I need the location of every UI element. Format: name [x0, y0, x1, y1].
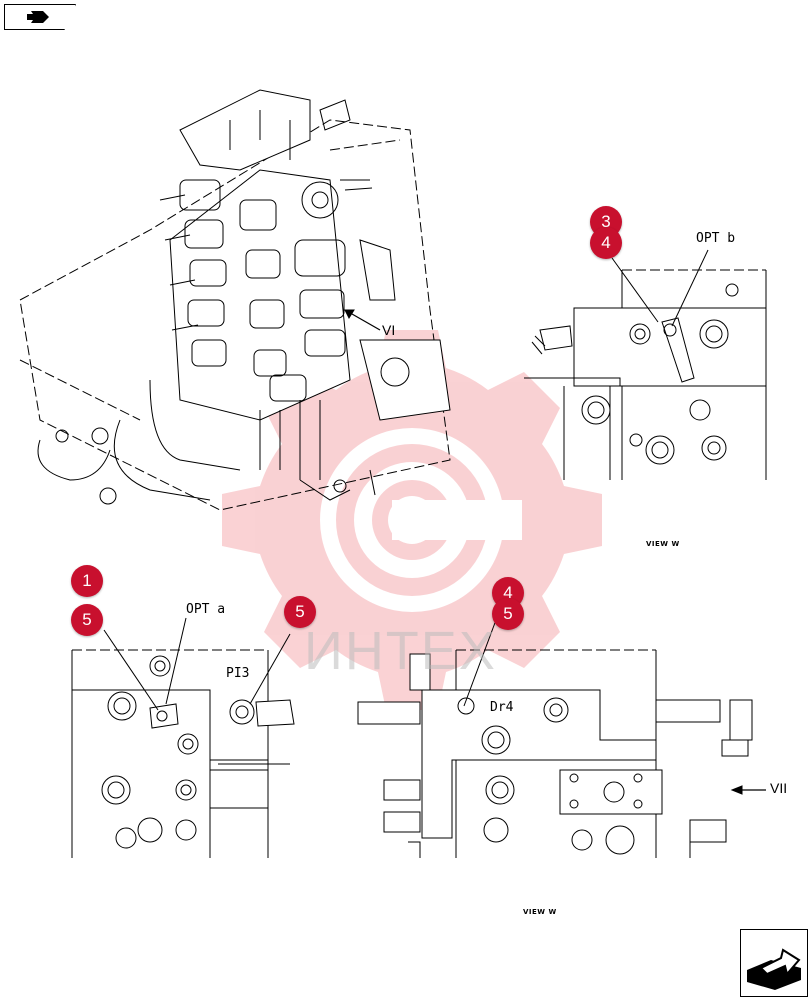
book-arrow-icon — [747, 948, 801, 990]
callout-4[interactable]: 4 — [590, 227, 622, 259]
next-nav-button[interactable] — [740, 929, 808, 997]
callout-5-pi3[interactable]: 5 — [284, 596, 316, 628]
view-label-bottom: VIEW W — [523, 908, 557, 916]
back-nav-button[interactable] — [4, 4, 76, 30]
view-label-top: VIEW W — [646, 540, 680, 548]
label-opt-a: OPT a — [186, 602, 226, 617]
label-dr4: Dr4 — [490, 700, 514, 715]
watermark-gear-icon — [222, 330, 602, 710]
watermark-text: ИНТЕХ — [304, 621, 497, 681]
callout-5[interactable]: 5 — [71, 604, 103, 636]
book-arrow-icon — [27, 11, 49, 23]
label-arrow-vi: VI — [382, 322, 396, 338]
label-arrow-vii: VII — [770, 780, 788, 796]
label-pi3: PI3 — [226, 666, 250, 681]
detail-view-opt-a — [71, 617, 295, 858]
callout-1[interactable]: 1 — [71, 565, 103, 597]
label-opt-b: OPT b — [696, 231, 736, 246]
main-valve-assembly — [19, 89, 451, 511]
detail-view-dr4 — [357, 619, 766, 858]
callout-5-dr4[interactable]: 5 — [492, 598, 524, 630]
detail-view-opt-b — [524, 249, 767, 480]
